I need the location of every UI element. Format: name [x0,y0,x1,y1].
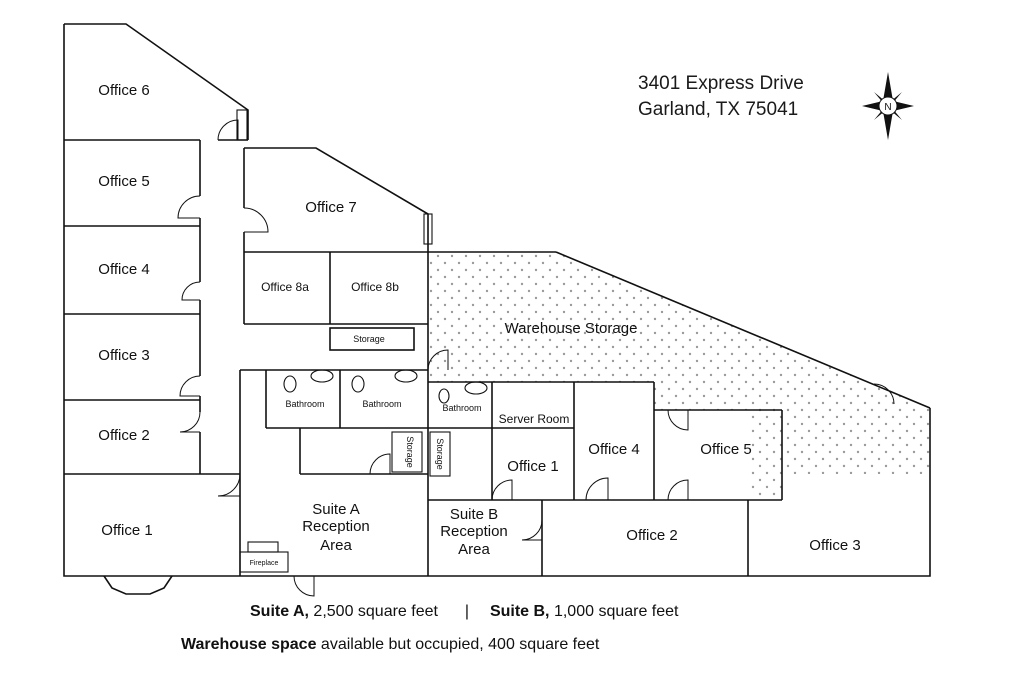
warehouse-area [428,252,930,500]
suite-a-name: Suite A, [250,603,309,620]
suite-a-office-1-label: Office 1 [101,522,152,539]
suite-a-bathroom-1-label: Bathroom [285,399,324,409]
warehouse-name: Warehouse space [181,636,317,653]
suite-summary-line: Suite A, 2,500 square feet | Suite B, 1,… [250,603,679,621]
suite-a-office-4-label: Office 4 [98,261,149,278]
suite-a-office-8b-label: Office 8b [351,280,399,294]
suite-a-reception-line-3: Area [320,537,352,554]
suite-b-reception-line-3: Area [458,541,490,558]
warehouse-summary-line: Warehouse space available but occupied, … [181,636,599,654]
suite-a-size: 2,500 square feet [313,603,438,620]
suite-a-storage-label: Storage [353,334,385,344]
office-7-walls [244,147,429,252]
suite-b-server-room-label: Server Room [499,412,570,426]
suite-b-office-3-label: Office 3 [809,537,860,554]
warehouse-text: available but occupied, 400 square feet [320,636,600,653]
suite-b-office-1-label: Office 1 [507,458,558,475]
suite-a-outline [64,23,249,140]
address-line-2: Garland, TX 75041 [638,99,798,120]
suite-a-office-7-label: Office 7 [305,199,356,216]
fireplace-label: Fireplace [250,560,279,567]
suite-b-office-2-label: Office 2 [626,527,677,544]
compass-icon: N [862,72,914,140]
suite-b-storage-vertical-label: Storage [435,438,445,470]
suite-b-reception-line-1: Suite B [450,506,498,523]
bay-window [103,575,173,595]
suite-b-office-4-label: Office 4 [588,441,639,458]
compass-north-label: N [884,102,891,113]
suite-a-office-5-label: Office 5 [98,173,149,190]
suite-a-office-8a-label: Office 8a [261,280,309,294]
suite-a-office-3-label: Office 3 [98,347,149,364]
suite-a-storage-vertical-label: Storage [405,436,415,468]
suite-b-bathroom-label: Bathroom [442,403,481,413]
suite-b-size: 1,000 square feet [553,603,679,620]
suite-b-office-5-label: Office 5 [700,441,751,458]
suite-a-reception-line-1: Suite A [312,501,360,518]
suite-b-name: Suite B, [489,603,550,620]
address-line-1: 3401 Express Drive [638,73,804,94]
suite-a-bathroom-2-label: Bathroom [362,399,401,409]
warehouse-storage-label: Warehouse Storage [505,320,638,337]
suite-a-office-2-label: Office 2 [98,427,149,444]
suite-a-reception-line-2: Reception [302,518,370,535]
suite-b-reception-line-2: Reception [440,523,508,540]
caption-separator: | [464,603,470,620]
suite-a-office-6-label: Office 6 [98,82,149,99]
